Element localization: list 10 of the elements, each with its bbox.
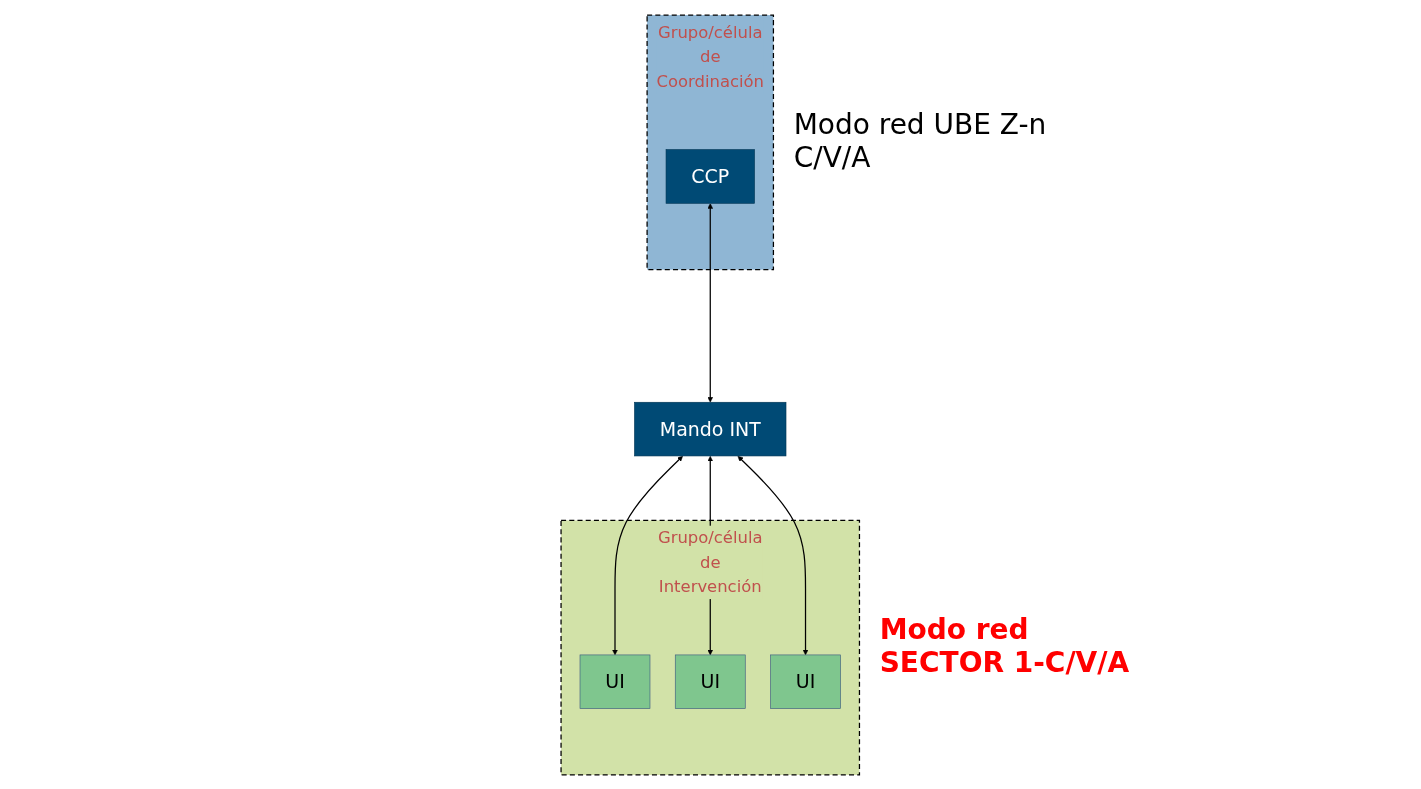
arrow [737, 455, 809, 655]
node-box: UI [770, 654, 842, 709]
node-box: UI [579, 654, 651, 709]
node-box: CCP [665, 148, 756, 204]
arrow [612, 455, 684, 655]
network-mode-note: Modo red UBE Z-n C/V/A [793, 107, 1048, 174]
node-box: UI [675, 654, 746, 709]
arrow [707, 202, 714, 402]
node-box: Mando INT [634, 401, 787, 456]
network-mode-note: Modo red SECTOR 1-C/V/A [879, 613, 1131, 680]
